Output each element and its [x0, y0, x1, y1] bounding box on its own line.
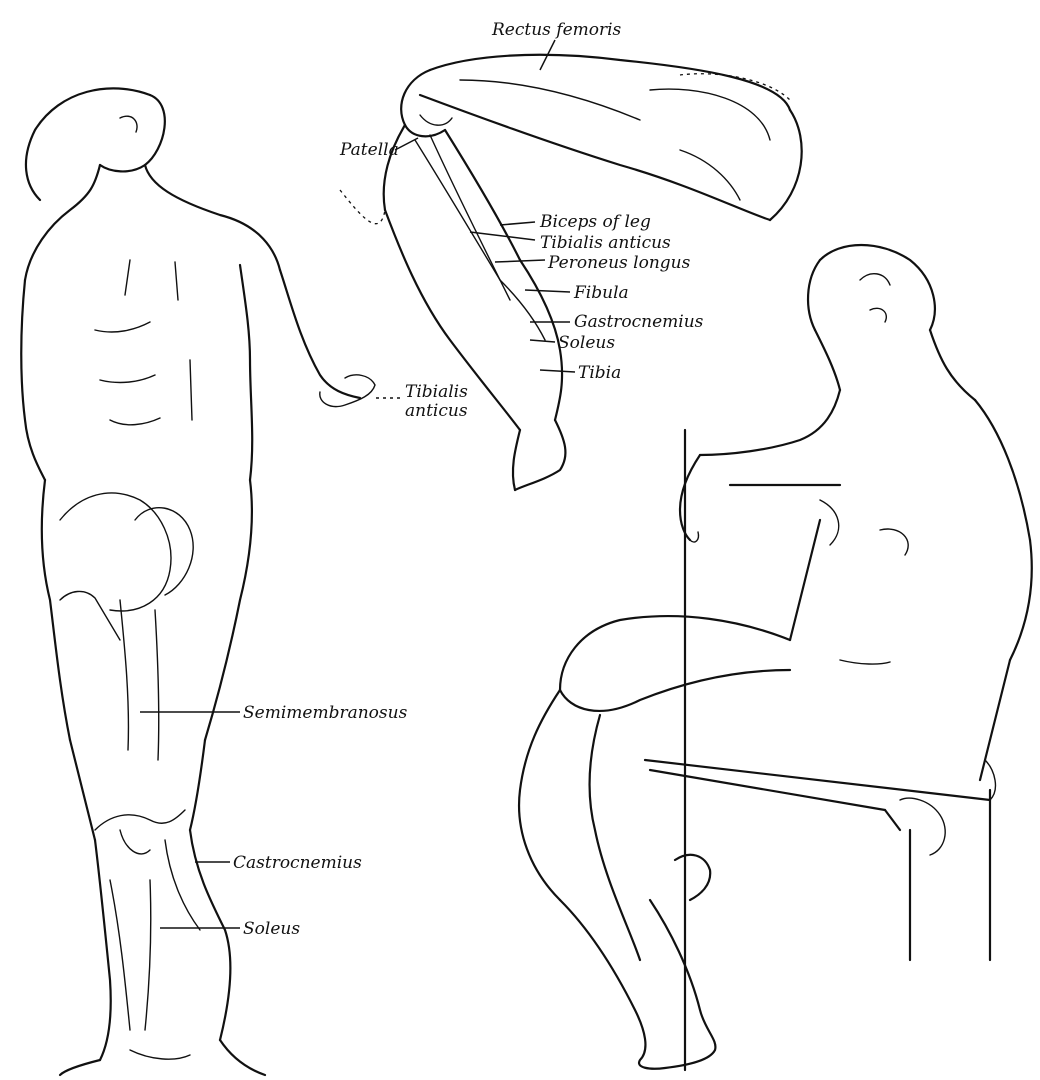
label-soleus-top: Soleus	[558, 333, 615, 353]
label-semimembranosus: Semimembranosus	[243, 703, 408, 723]
label-soleus-bottom: Soleus	[243, 919, 300, 939]
label-fibula: Fibula	[573, 283, 629, 303]
label-patella: Patella	[339, 140, 399, 160]
labels: Rectus femoris Patella Biceps of leg Tib…	[233, 20, 704, 939]
label-tibialis-side: Tibialis	[405, 382, 468, 402]
leader-lines	[140, 40, 575, 928]
label-rectus-femoris: Rectus femoris	[491, 20, 622, 40]
label-peroneus-longus: Peroneus longus	[547, 253, 691, 273]
label-anticus-side: anticus	[405, 401, 468, 421]
standing-figure-back-view	[21, 88, 375, 1075]
label-tibialis-anticus-top: Tibialis anticus	[540, 233, 671, 253]
label-tibia: Tibia	[578, 363, 621, 383]
label-biceps-of-leg: Biceps of leg	[539, 212, 651, 232]
label-gastrocnemius-bottom: Castrocnemius	[233, 853, 362, 873]
label-gastrocnemius-top: Gastrocnemius	[574, 312, 704, 332]
